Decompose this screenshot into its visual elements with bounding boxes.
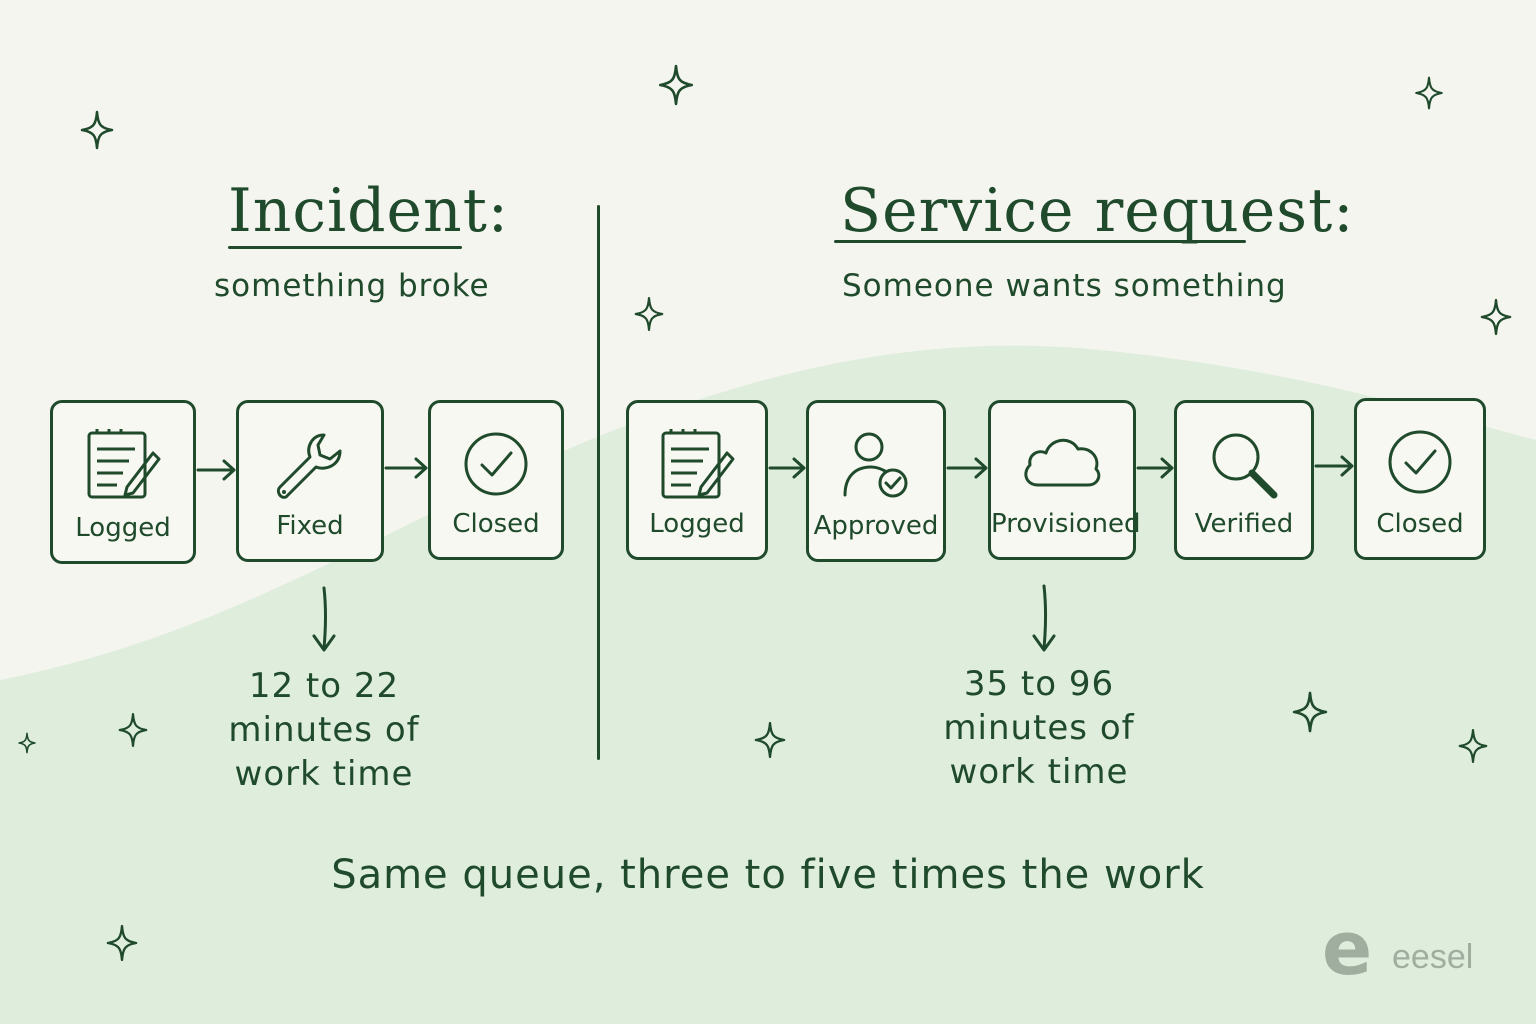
arrow-right (1136, 457, 1174, 479)
note-line: minutes of (943, 708, 1135, 748)
tagline: Same queue, three to five times the work (331, 852, 1205, 898)
step-label: Logged (649, 509, 745, 539)
wrench-icon (276, 433, 342, 499)
sparkle-icon (80, 110, 114, 150)
notepad-pencil-icon (661, 429, 735, 499)
service-request-work-time-note: 35 to 96 minutes of work time (934, 662, 1144, 794)
sparkle-icon (1292, 691, 1328, 733)
sparkle-icon (118, 713, 148, 747)
brand-name: eesel (1392, 938, 1474, 976)
sparkle-icon (1415, 76, 1443, 110)
check-circle-icon (1388, 430, 1452, 494)
arrow-right (768, 457, 806, 479)
service-step-logged: Logged (626, 400, 768, 560)
arrow-right (196, 459, 236, 481)
sparkle-icon (658, 64, 694, 106)
incident-title-underline (228, 246, 462, 249)
step-label: Closed (452, 509, 540, 539)
arrow-right (946, 457, 988, 479)
notepad-pencil-icon (87, 429, 161, 499)
sparkle-icon (1480, 298, 1512, 336)
sparkle-icon (754, 721, 786, 759)
service-step-verified: Verified (1174, 400, 1314, 560)
service-step-closed: Closed (1354, 398, 1486, 560)
service-step-provisioned: Provisioned (988, 400, 1141, 560)
note-line: 12 to 22 (248, 666, 400, 706)
check-circle-icon (464, 432, 528, 496)
arrow-right (1314, 455, 1354, 477)
step-label: Logged (75, 513, 171, 543)
sparkle-icon (1458, 729, 1488, 763)
incident-step-fixed: Fixed (236, 400, 384, 562)
service-request-title: Service request: (840, 176, 1355, 246)
step-label: Approved (813, 511, 939, 541)
user-check-icon (843, 432, 908, 498)
step-label: Provisioned (991, 509, 1141, 539)
sparkle-icon (18, 732, 36, 754)
magnifier-icon (1212, 433, 1278, 499)
arrow-right (384, 457, 428, 479)
incident-work-time-note: 12 to 22 minutes of work time (224, 664, 424, 796)
step-label: Fixed (276, 511, 344, 541)
service-request-title-underline (834, 240, 1246, 243)
incident-step-closed: Closed (428, 400, 564, 560)
arrow-down (1032, 584, 1056, 652)
note-line: work time (234, 754, 414, 794)
incident-step-logged: Logged (50, 400, 196, 564)
note-line: work time (949, 752, 1129, 792)
arrow-down (312, 586, 336, 652)
note-line: 35 to 96 (963, 664, 1115, 704)
incident-title: Incident: (228, 176, 510, 246)
section-divider (597, 205, 600, 760)
sparkle-icon (106, 924, 138, 962)
cloud-icon (1024, 438, 1101, 487)
service-request-subtitle: Someone wants something (842, 268, 1287, 304)
incident-subtitle: something broke (214, 268, 490, 304)
service-step-approved: Approved (806, 400, 946, 562)
sparkle-icon (634, 297, 664, 331)
note-line: minutes of (228, 710, 420, 750)
step-label: Verified (1194, 509, 1294, 539)
step-label: Closed (1376, 509, 1464, 539)
eesel-logo-icon: e (1322, 906, 1373, 992)
